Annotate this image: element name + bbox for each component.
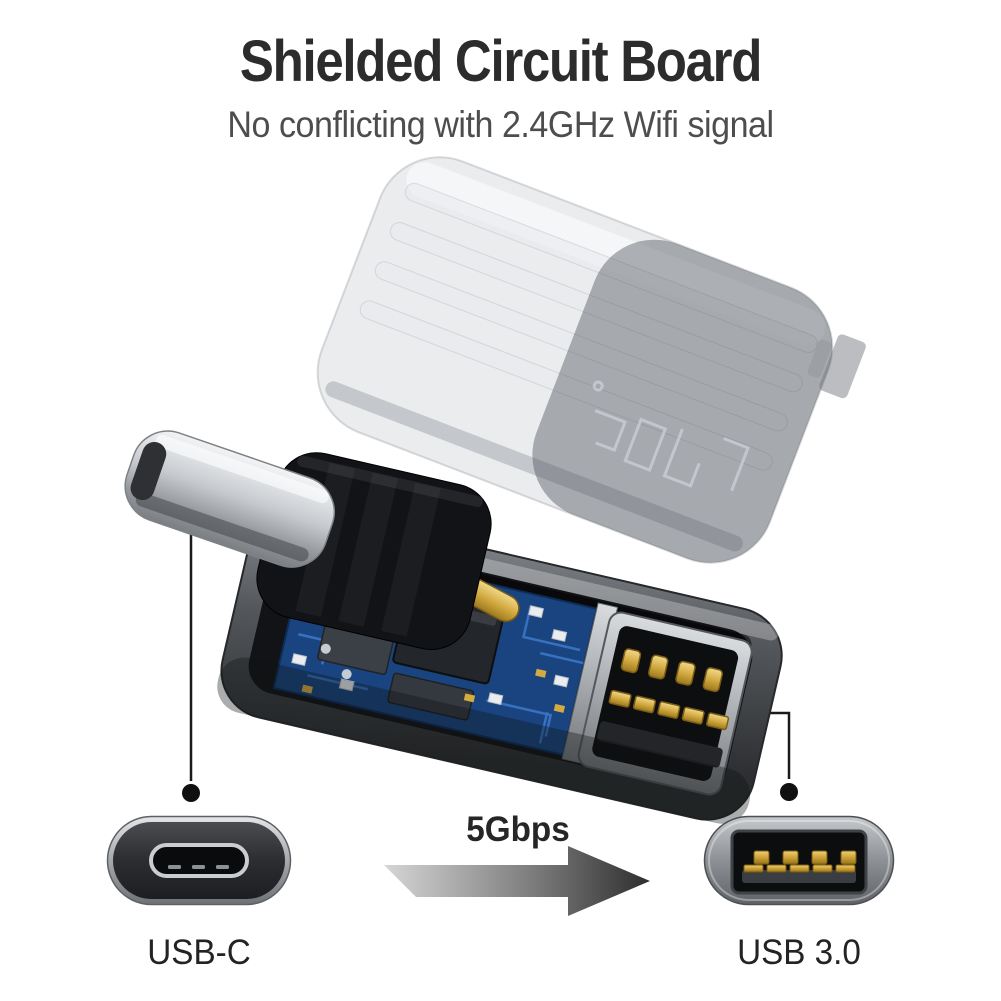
usb-a-tongue [742,870,856,883]
usb-c-port-icon [106,815,292,906]
speed-arrow-icon [384,846,650,916]
adapter-body-illustration [124,430,783,824]
page-title: Shielded Circuit Board [239,29,762,94]
usb-c-label: USB-C [147,933,251,972]
strain-relief-illustration [256,452,492,651]
usb-a-top-contacts [753,850,857,865]
usb-a-bottom-contacts [743,864,856,873]
usb-c-pin-dashes [168,865,229,869]
page-subtitle: No conflicting with 2.4GHz Wifi signal [227,104,774,145]
shield-cover-illustration [316,156,866,564]
speed-label: 5Gbps [466,810,570,849]
usb-a-port-icon [703,815,895,906]
usb-c-plug-illustration [124,430,335,568]
usb-a-connector-illustration [561,602,753,796]
usb-a-label: USB 3.0 [737,933,861,972]
